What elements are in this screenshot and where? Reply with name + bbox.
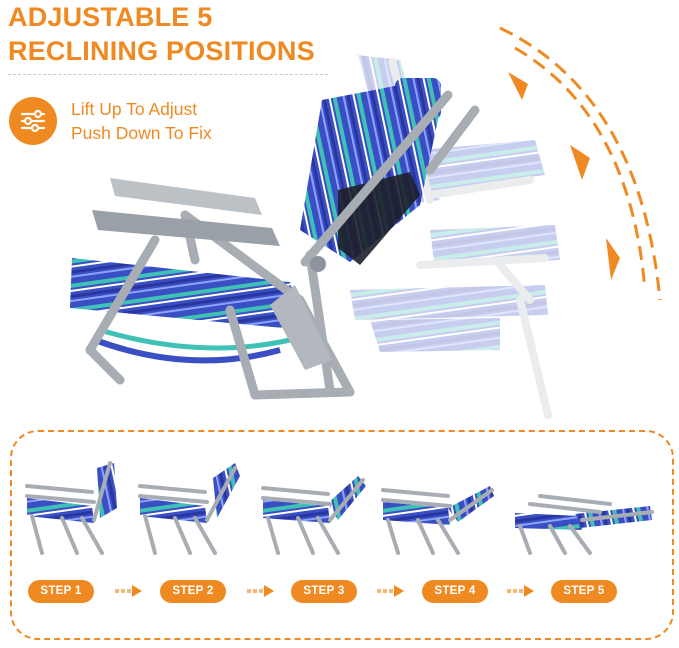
step-5-thumbnail [515,494,654,555]
step-4-thumbnail [381,486,494,555]
arrow-right-icon [377,585,404,597]
headline-line-1: ADJUSTABLE 5 [8,2,213,32]
step-5-label: STEP 5 [551,580,617,603]
arrow-right-icon [247,585,274,597]
recline-arc [499,26,662,301]
chair-recline-illustration [70,26,662,419]
steps-panel [10,430,674,640]
backrest-fabric [300,85,440,262]
step-3-label: STEP 3 [291,580,357,603]
slider-settings-icon [9,97,57,145]
adjust-line-2: Push Down To Fix [71,123,212,143]
recline-arrows [508,72,620,280]
step-1-thumbnail [25,461,117,555]
headrest-pillow [395,78,441,120]
lock-hinge [270,285,332,370]
step-2-label: STEP 2 [160,580,226,603]
armrest-back [110,178,262,215]
adjust-instructions: Lift Up To Adjust Push Down To Fix [71,97,212,145]
headline: ADJUSTABLE 5 RECLINING POSITIONS [8,0,315,68]
step-3-thumbnail [261,476,366,555]
step-1-label: STEP 1 [28,580,94,603]
headline-line-2: RECLINING POSITIONS [8,36,315,66]
step-2-thumbnail [138,463,240,555]
armrest-front [92,210,280,246]
arrow-right-icon [115,585,142,597]
step-4-label: STEP 4 [422,580,488,603]
adjust-line-1: Lift Up To Adjust [71,99,198,119]
arrow-right-icon [507,585,534,597]
headline-divider [8,74,328,75]
